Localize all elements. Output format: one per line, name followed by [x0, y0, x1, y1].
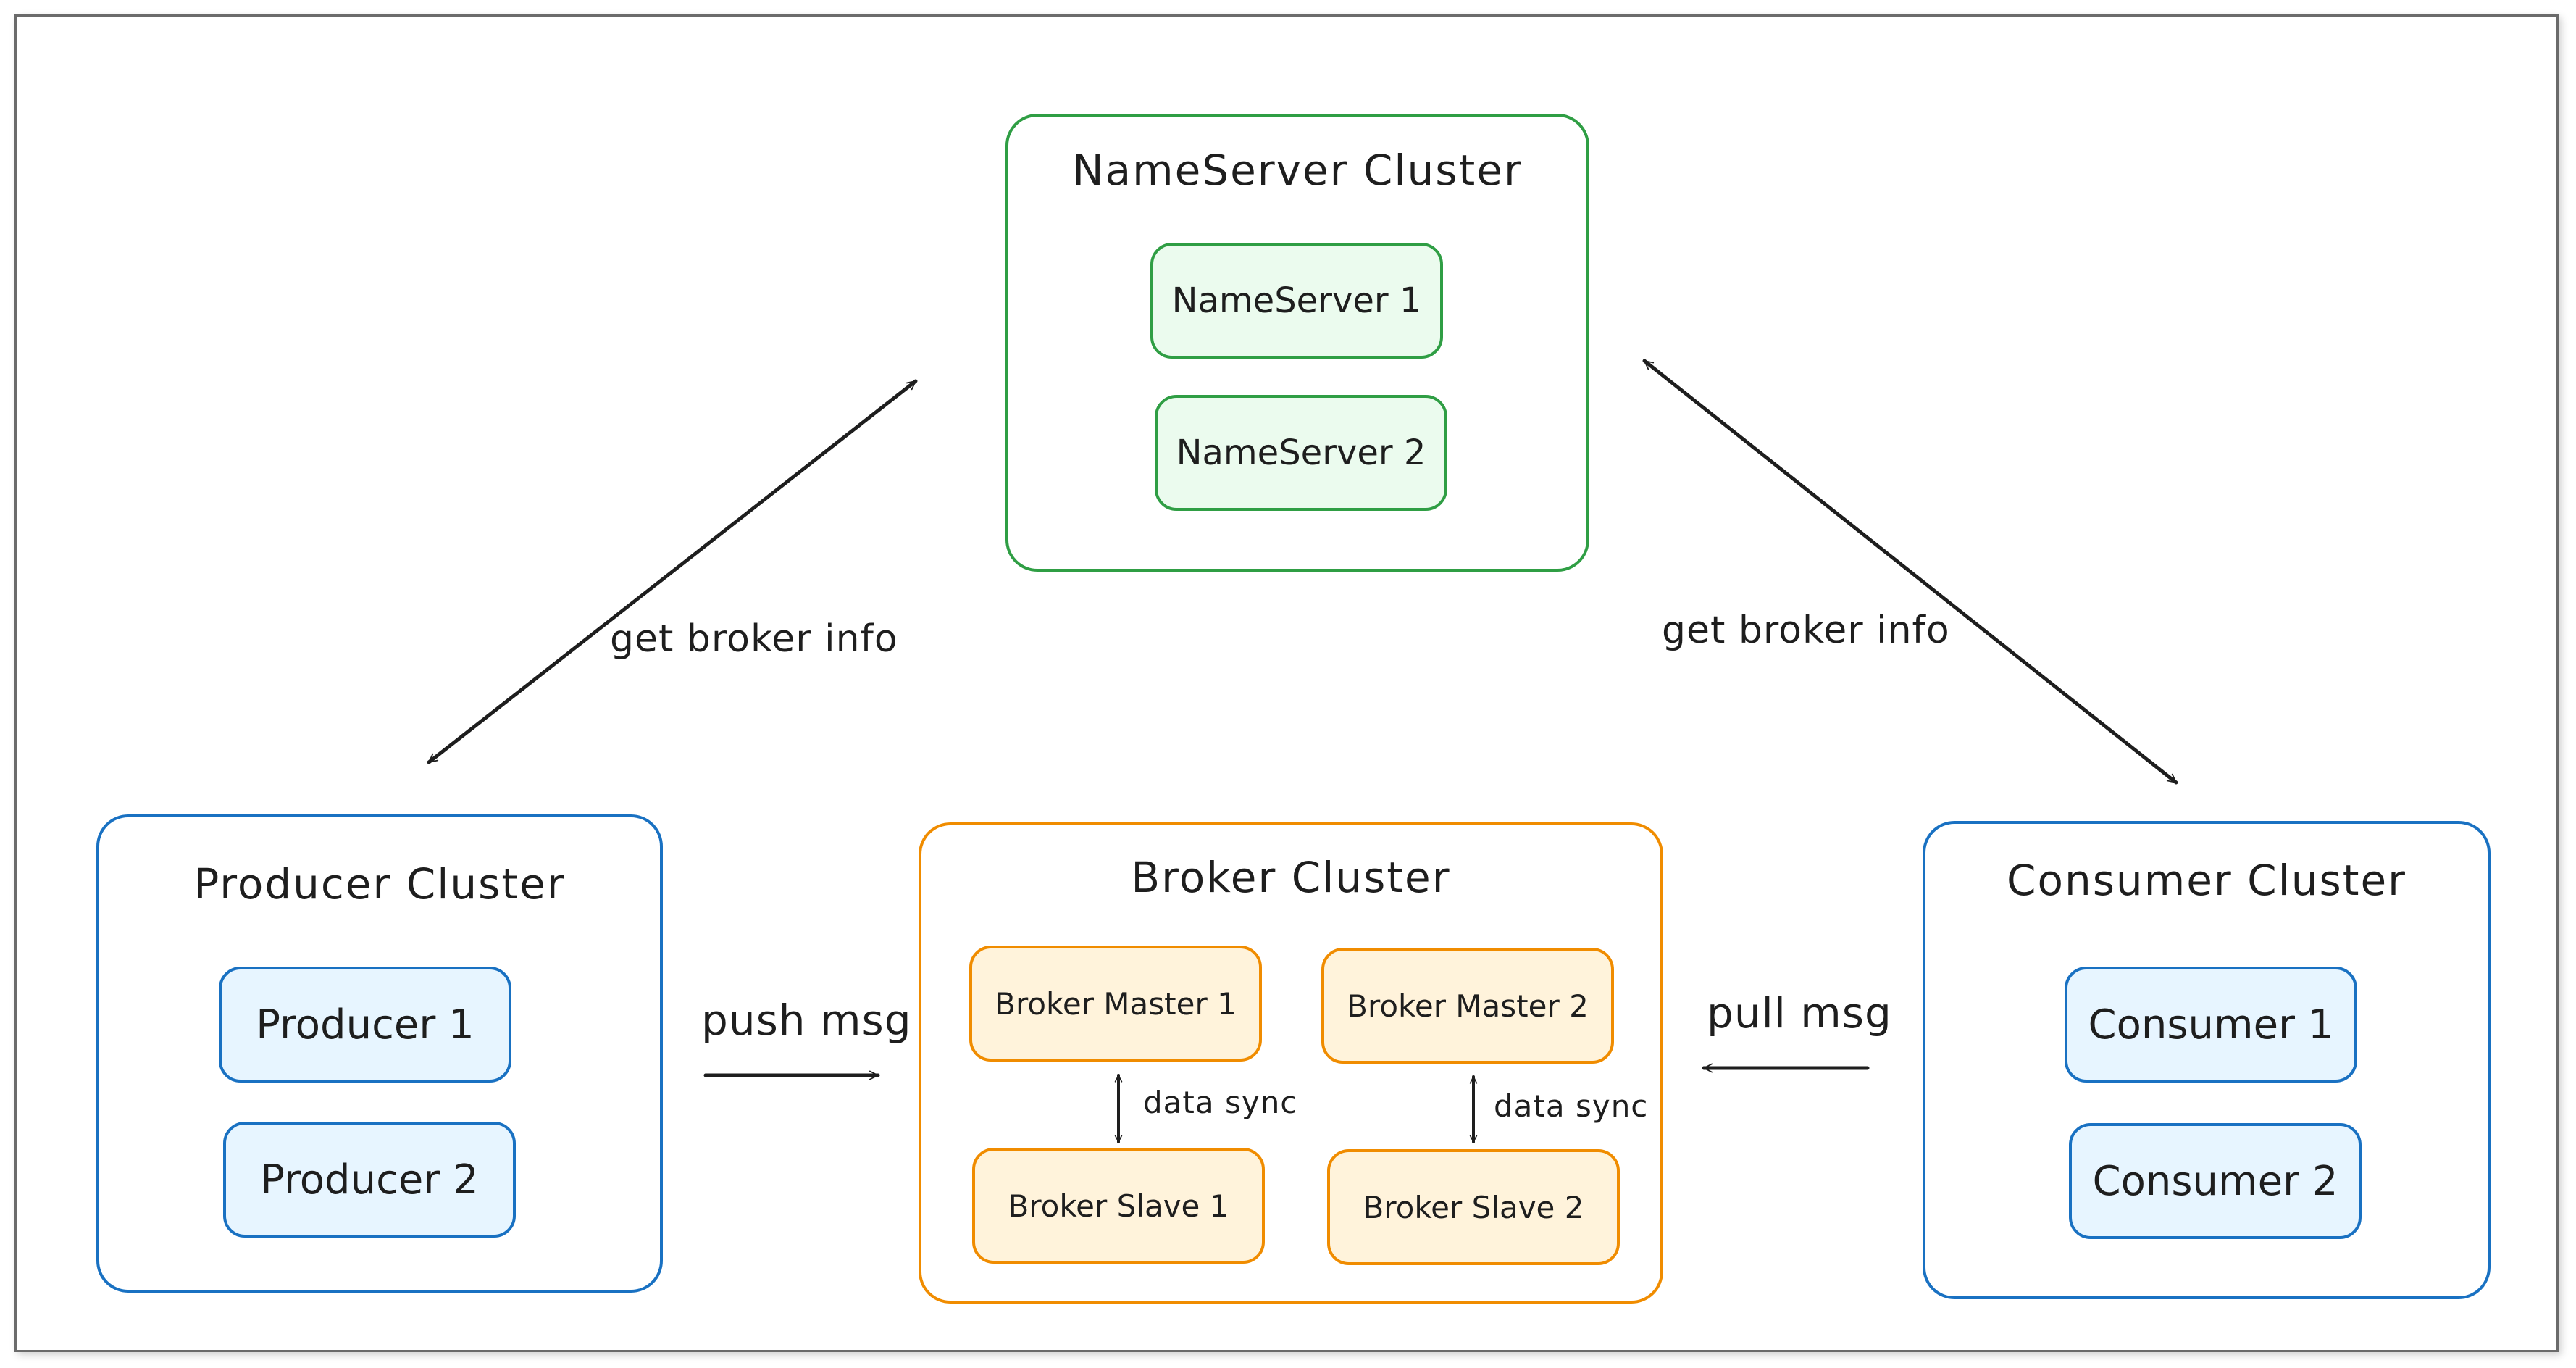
broker-master-1-node: Broker Master 1 [969, 946, 1262, 1062]
consumer-broker-edge-label: pull msg [1707, 988, 1892, 1038]
consumer-2-node: Consumer 2 [2069, 1123, 2362, 1239]
producer-cluster-title: Producer Cluster [193, 859, 566, 909]
broker-slave-1-node: Broker Slave 1 [972, 1148, 1265, 1264]
nameserver-cluster-title: NameServer Cluster [1072, 146, 1523, 195]
producer-broker-edge-label: push msg [701, 996, 912, 1045]
diagram-frame [14, 14, 2559, 1352]
nameserver-1-node: NameServer 1 [1150, 243, 1443, 359]
data-sync-label-1: data sync [1143, 1085, 1298, 1120]
consumer-nameserver-arrow [1642, 359, 2178, 785]
data-sync-label-2: data sync [1494, 1088, 1649, 1124]
broker-master-2-node: Broker Master 2 [1321, 948, 1614, 1064]
broker-slave-2-node: Broker Slave 2 [1327, 1149, 1620, 1265]
broker-cluster-title: Broker Cluster [1131, 853, 1451, 902]
producer-nameserver-arrow [427, 379, 918, 764]
nameserver-2-node: NameServer 2 [1155, 395, 1447, 511]
producer-1-node: Producer 1 [219, 967, 511, 1083]
consumer-1-node: Consumer 1 [2065, 967, 2357, 1083]
consumer-cluster-title: Consumer Cluster [2006, 856, 2407, 905]
producer-2-node: Producer 2 [223, 1122, 516, 1238]
